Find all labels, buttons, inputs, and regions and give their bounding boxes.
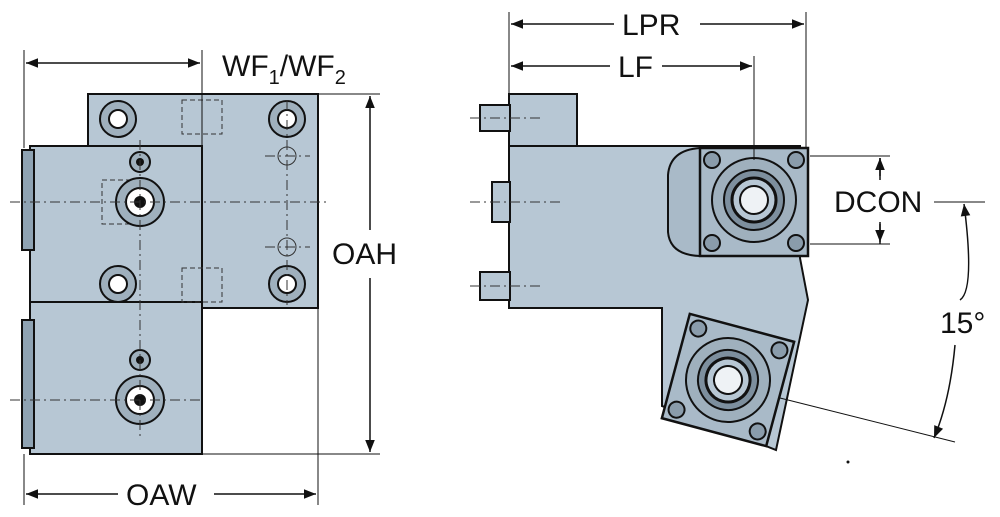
bolt-icon [703,151,805,252]
edge-strip-lower [21,319,35,449]
lower-tool-interface [660,312,796,448]
oah-label: OAH [332,238,397,271]
lf-label: LF [618,51,653,84]
dcon-label: DCON [834,186,922,219]
screw-icon [99,100,306,303]
edge-strip-upper [21,149,35,251]
angle-label: 15° [940,307,985,340]
rear-flange [508,93,578,151]
side-view: LPR LF DCON 15° [470,9,985,464]
front-view: WF1/WF2 OAH OAW [10,50,397,512]
spindle-icon [711,157,797,243]
lpr-label: LPR [622,9,680,42]
oaw-label: OAW [126,479,197,512]
wf-label: WF1/WF2 [222,50,346,89]
